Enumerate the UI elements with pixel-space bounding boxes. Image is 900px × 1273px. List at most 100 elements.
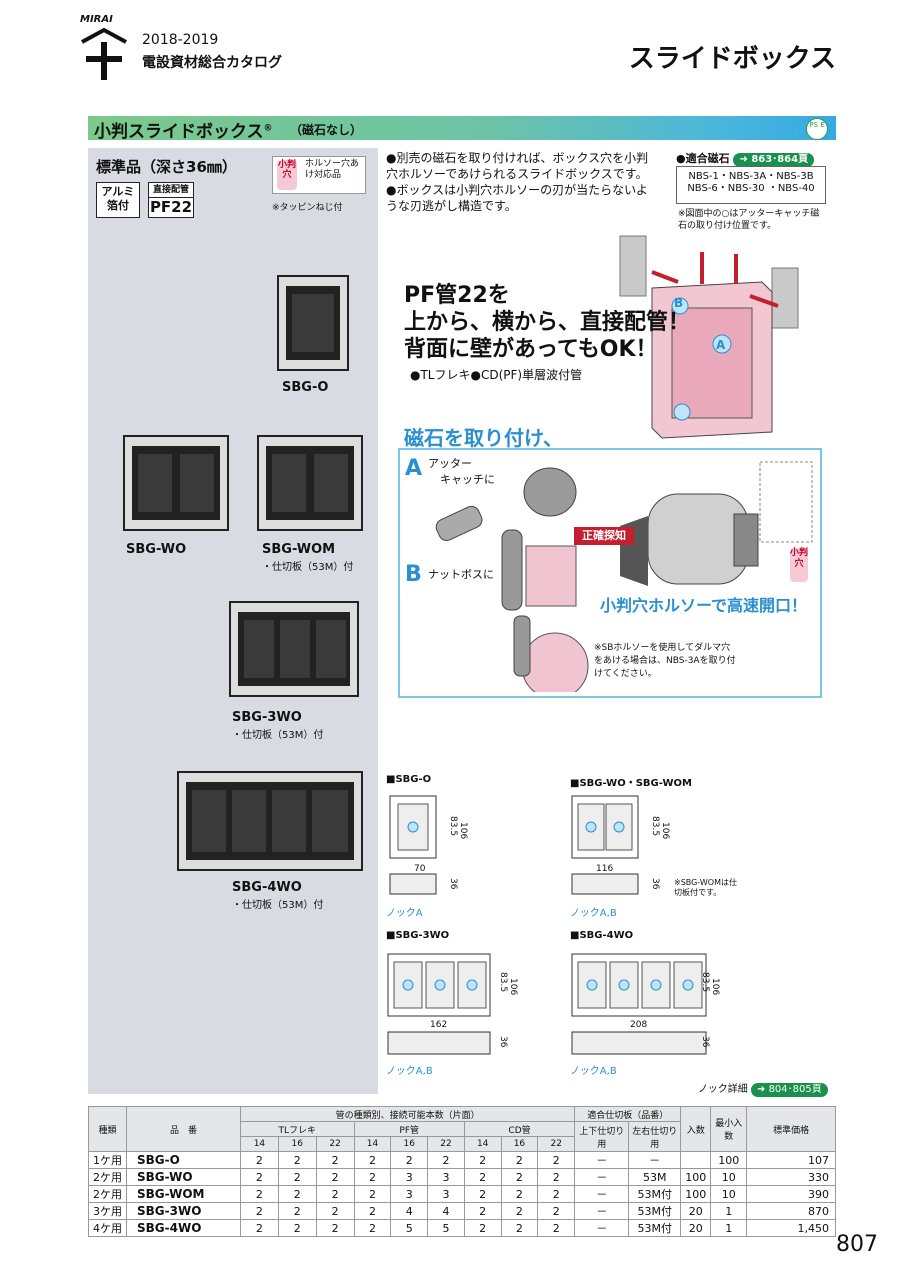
cell-count: 2 [315, 1202, 355, 1220]
cell-count: 2 [240, 1202, 279, 1220]
cell-leftright: 53M付 [628, 1202, 682, 1220]
dim-title: ■SBG-WO・SBG-WOM [570, 778, 692, 789]
product-image-sbg-4wo [177, 771, 363, 871]
cell-count: 2 [390, 1151, 429, 1169]
wom-note: ※SBG-WOMは仕切板付です。 [674, 878, 737, 897]
dim-depth: 36 [498, 1036, 508, 1048]
section-bar [88, 116, 836, 140]
sb-holesaw-note: ※SBホルソーを使用してダルマ穴をあける場合は、NBS-3Aを取り付けてください… [594, 643, 736, 679]
cell-updown: － [574, 1219, 630, 1237]
cell-updown: － [574, 1168, 630, 1186]
cell-count: 5 [390, 1219, 429, 1237]
dim-depth: 36 [700, 1036, 710, 1048]
cell-count: 3 [427, 1168, 465, 1186]
dim-height: 106 [710, 978, 720, 996]
cell-count: 2 [427, 1151, 465, 1169]
cell-count: 2 [353, 1202, 392, 1220]
cell-type: 3ケ用 [88, 1202, 127, 1220]
cell-count: 2 [277, 1219, 317, 1237]
standard-label: 標準品（深さ36㎜） [96, 158, 237, 176]
dim-height: 83.5 [498, 972, 508, 993]
col-partition: 適合仕切板（品番） [574, 1106, 682, 1122]
cell-count: 2 [537, 1168, 576, 1186]
label-b: B [674, 296, 684, 310]
cell-count: 2 [500, 1202, 539, 1220]
cell-count: 2 [277, 1168, 317, 1186]
cell-count: 2 [353, 1185, 392, 1203]
dim-height: 83.5 [700, 972, 710, 993]
cell-price: 330 [746, 1168, 836, 1186]
dim-height: 106 [660, 822, 670, 840]
size: 16 [277, 1136, 317, 1152]
holesaw-illustration [435, 461, 813, 692]
dim-title: ■SBG-O [386, 774, 432, 785]
cell-code: SBG-3WO [126, 1202, 241, 1220]
bullet: ●ボックスは小判穴ホルソーの刃が当たらないような刃逃がし構造です。 [386, 183, 648, 213]
cell-count: 2 [463, 1185, 502, 1203]
cell-min: 1 [710, 1202, 748, 1220]
cell-leftright: 53M付 [628, 1185, 682, 1203]
magnet-note: ※図面中の○はアッターキャッチ磁石の取り付け位置です。 [678, 209, 820, 231]
product-sub: ・仕切板（53M）付 [232, 900, 324, 911]
pse-mark-icon: PS E [806, 118, 828, 140]
dim-width: 70 [414, 864, 426, 874]
cell-count: 2 [463, 1202, 502, 1220]
atta-catch-text: アッターキャッチに [428, 457, 495, 486]
dim-depth: 36 [650, 878, 660, 890]
size: 14 [353, 1136, 392, 1152]
product-label: SBG-WOM [262, 542, 336, 557]
cell-leftright: 53M付 [628, 1219, 682, 1237]
size: 16 [390, 1136, 429, 1152]
col-cd: CD管 [463, 1121, 576, 1137]
col-tl: TLフレキ [240, 1121, 355, 1137]
catalog-name: 電設資材総合カタログ [142, 55, 282, 71]
product-image-sbg-3wo [229, 601, 359, 697]
cell-qty: 20 [680, 1202, 712, 1220]
cell-count: 2 [353, 1151, 392, 1169]
page-ref-badge[interactable]: ➜ 804･805頁 [751, 1083, 828, 1097]
cell-price: 870 [746, 1202, 836, 1220]
dim-width: 116 [596, 864, 614, 874]
cell-count: 2 [537, 1151, 576, 1169]
product-image-sbg-wo [123, 435, 229, 531]
cell-count: 3 [427, 1185, 465, 1203]
cell-code: SBG-WO [126, 1168, 241, 1186]
cell-min: 1 [710, 1219, 748, 1237]
product-label: SBG-O [282, 380, 329, 395]
cell-count: 3 [390, 1185, 429, 1203]
cell-count: 2 [500, 1151, 539, 1169]
cell-count: 2 [277, 1185, 317, 1203]
col-leftright: 左右仕切り用 [628, 1121, 682, 1152]
dim-height: 83.5 [650, 816, 660, 837]
product-image-sbg-o [277, 275, 349, 371]
cell-count: 2 [240, 1151, 279, 1169]
col-code: 品 番 [126, 1106, 241, 1152]
cell-count: 2 [537, 1185, 576, 1203]
knock-label: ノックA,B [570, 1066, 617, 1077]
cell-count: 4 [390, 1202, 429, 1220]
section-title: 小判スライドボックス® [94, 122, 273, 142]
dim-height: 106 [458, 822, 468, 840]
kohan-hole-badge: 小判穴 ホルソー穴あけ対応品 [272, 156, 366, 194]
cell-code: SBG-WOM [126, 1185, 241, 1203]
cell-leftright: 53M [628, 1168, 682, 1186]
size: 22 [537, 1136, 576, 1152]
cell-type: 2ケ用 [88, 1185, 127, 1203]
bullet: ●別売の磁石を取り付ければ、ボックス穴を小判穴ホルソーであけられるスライドボック… [386, 151, 649, 181]
col-pf: PF管 [353, 1121, 465, 1137]
logo-text: MIRAI [80, 14, 113, 25]
cell-qty: 100 [680, 1168, 712, 1186]
cell-type: 1ケ用 [88, 1151, 127, 1169]
nut-boss-text: ナットボスに [428, 568, 494, 581]
magnet-heading: ●適合磁石 ➜ 863･864頁 [676, 150, 815, 167]
cell-updown: － [574, 1202, 630, 1220]
headline: PF管22を 上から、横から、直接配管！ 背面に壁があってもOK！ [404, 283, 691, 362]
product-label: SBG-3WO [232, 710, 302, 725]
col-pipe: 管の種類別、接続可能本数（片面） [239, 1106, 576, 1122]
page-ref-badge[interactable]: ➜ 863･864頁 [733, 153, 815, 167]
col-updown: 上下仕切り用 [574, 1121, 630, 1152]
pf-tag: 直接配管 PF22 [148, 182, 194, 218]
product-sub: ・仕切板（53M）付 [232, 730, 324, 741]
cell-count: 5 [427, 1219, 465, 1237]
